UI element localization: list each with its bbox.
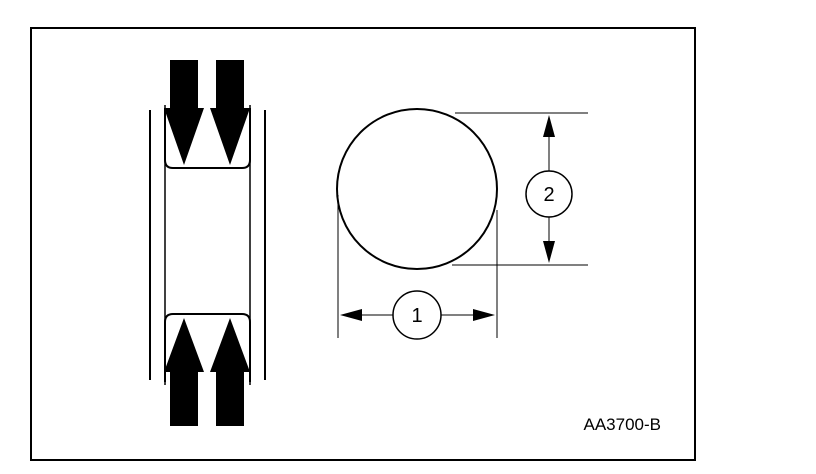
lower-seat xyxy=(164,313,251,382)
arrow-down-right xyxy=(210,60,250,165)
callout-2: 2 xyxy=(525,170,573,218)
arrow-up-right xyxy=(210,318,250,426)
cross-section-view xyxy=(149,105,266,385)
arrow-down-left xyxy=(164,60,204,165)
circle-view xyxy=(336,108,588,338)
dimension-arrowheads xyxy=(340,115,555,321)
callout-1-label: 1 xyxy=(411,305,422,327)
figure-id-label: AA3700-B xyxy=(584,415,662,434)
arrow-up-left xyxy=(164,318,204,426)
callout-2-label: 2 xyxy=(543,184,554,206)
callout-1: 1 xyxy=(392,290,442,340)
arrowhead-2-top xyxy=(543,115,555,137)
figure-frame xyxy=(30,27,696,461)
measured-circle xyxy=(336,108,498,270)
compression-arrows xyxy=(164,60,250,426)
upper-seat xyxy=(164,108,251,169)
callout-2-circle xyxy=(525,170,573,218)
callout-1-circle xyxy=(392,290,442,340)
arrowhead-2-bottom xyxy=(543,241,555,263)
arrowhead-1-left xyxy=(340,309,362,321)
arrowhead-1-right xyxy=(473,309,495,321)
